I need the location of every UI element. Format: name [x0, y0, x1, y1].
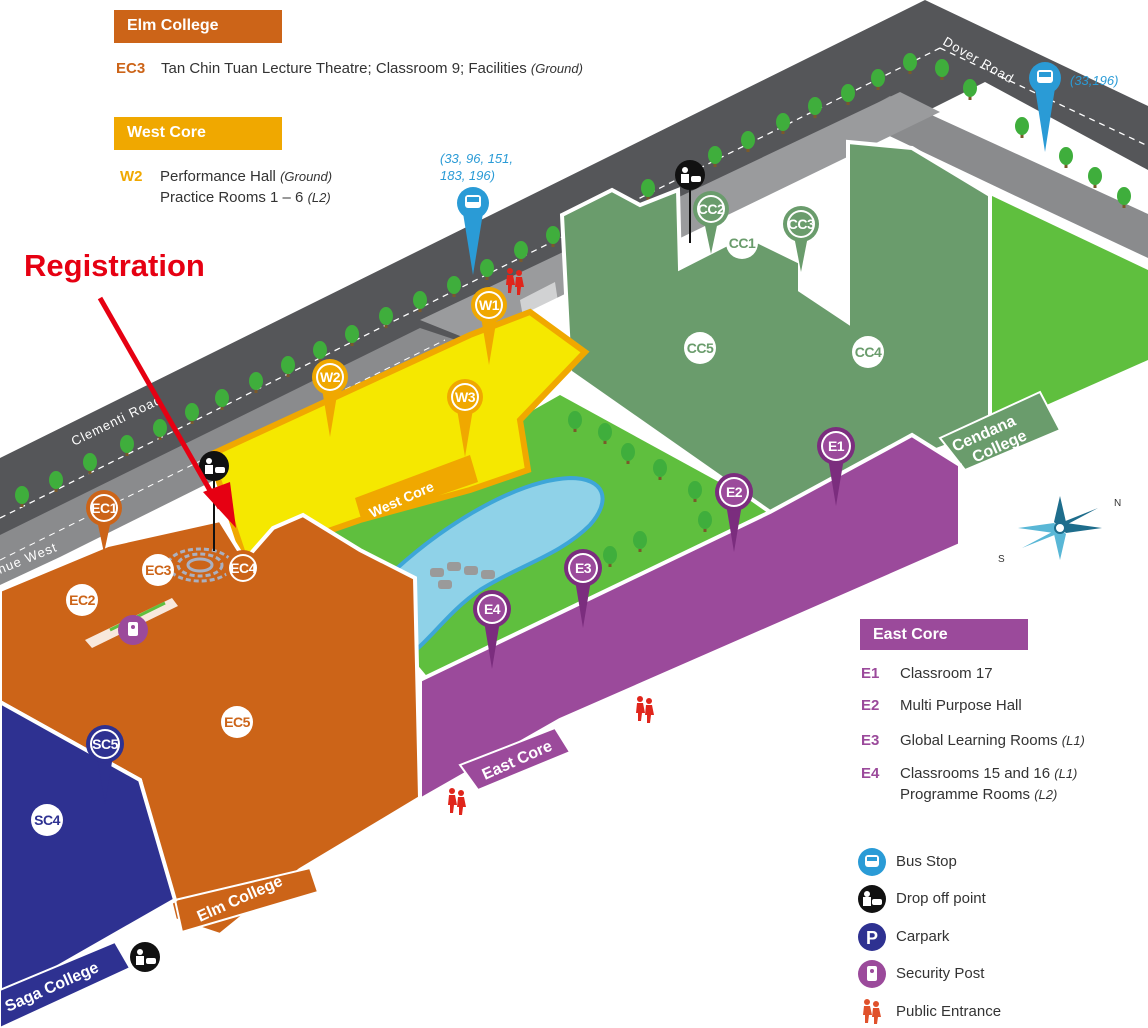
- svg-text:CC2: CC2: [698, 201, 725, 217]
- svg-text:EC3: EC3: [145, 562, 171, 578]
- legend-label-bus-stop: Bus Stop: [896, 853, 957, 870]
- east-legend-text-e3: Global Learning Rooms (L1): [900, 732, 1085, 749]
- east-legend-code-e4: E4: [861, 765, 880, 782]
- svg-text:P: P: [866, 928, 878, 948]
- drop-off-icon[interactable]: [675, 160, 705, 243]
- compass-rose-icon: N S: [998, 496, 1121, 565]
- svg-text:EC2: EC2: [69, 592, 95, 608]
- marker-ec1[interactable]: EC1: [86, 490, 122, 553]
- marker-ec3[interactable]: EC3: [142, 554, 174, 586]
- marker-ec2[interactable]: EC2: [66, 584, 98, 616]
- marker-cc3[interactable]: CC3: [783, 206, 819, 272]
- compass-south: S: [998, 554, 1005, 565]
- marker-cc5[interactable]: CC5: [684, 332, 716, 364]
- svg-text:W3: W3: [455, 389, 476, 405]
- elm-college-legend-title: Elm College: [114, 10, 282, 43]
- svg-text:EC1: EC1: [91, 500, 117, 516]
- svg-text:SC4: SC4: [34, 812, 60, 828]
- elm-legend-text: Tan Chin Tuan Lecture Theatre; Classroom…: [161, 60, 583, 77]
- public-entrance-icon[interactable]: [636, 696, 654, 723]
- svg-text:CC5: CC5: [687, 340, 714, 356]
- west-legend-code: W2: [120, 168, 143, 185]
- security-post-icon[interactable]: [118, 615, 148, 645]
- svg-text:SC5: SC5: [92, 736, 118, 752]
- east-legend-text-e4: Classrooms 15 and 16 (L1) Programme Room…: [900, 765, 1078, 803]
- compass-north: N: [1114, 498, 1121, 509]
- marker-cc4[interactable]: CC4: [852, 336, 884, 368]
- east-legend-code-e2: E2: [861, 697, 880, 714]
- marker-e3[interactable]: E3: [564, 549, 602, 628]
- marker-sc4[interactable]: SC4: [31, 804, 63, 836]
- marker-e4[interactable]: E4: [473, 590, 511, 669]
- west-core-legend-title: West Core: [114, 117, 282, 150]
- marker-w2[interactable]: W2: [312, 359, 348, 437]
- registration-arrow: [97, 296, 236, 528]
- public-entrance-icon[interactable]: [448, 788, 466, 815]
- svg-text:E3: E3: [575, 560, 592, 576]
- east-core-legend-title: East Core: [860, 619, 1028, 650]
- east-legend-code-e3: E3: [861, 732, 880, 749]
- svg-text:CC3: CC3: [788, 216, 815, 232]
- saga-college: [0, 699, 178, 1028]
- legend-label-security-post: Security Post: [896, 965, 985, 982]
- east-core: [418, 432, 962, 804]
- svg-text:W2: W2: [320, 369, 341, 385]
- svg-text:CC1: CC1: [729, 235, 756, 251]
- elm-legend-code: EC3: [116, 60, 146, 77]
- marker-e1[interactable]: E1: [817, 427, 855, 506]
- security-post-icon: [858, 960, 886, 988]
- bus-stop-marker-dover[interactable]: [1029, 62, 1061, 152]
- bus-stop-icon: [858, 848, 886, 876]
- east-legend-code-e1: E1: [861, 665, 880, 682]
- east-lawn: [990, 195, 1148, 430]
- marker-ec4[interactable]: EC4: [225, 550, 261, 613]
- svg-text:E4: E4: [484, 601, 501, 617]
- legend-label-drop-off: Drop off point: [896, 890, 986, 907]
- svg-text:EC4: EC4: [230, 560, 256, 576]
- marker-w3[interactable]: W3: [447, 379, 483, 457]
- drop-off-icon: [858, 885, 886, 913]
- drop-off-icon[interactable]: [130, 942, 160, 972]
- public-entrance-icon: [863, 999, 881, 1024]
- svg-text:E1: E1: [828, 438, 845, 454]
- cendana-college: [559, 139, 1062, 515]
- svg-text:EC5: EC5: [224, 714, 250, 730]
- dover-service-road: [860, 96, 1148, 258]
- carpark-icon: P: [858, 923, 886, 951]
- east-legend-text-e2: Multi Purpose Hall: [900, 697, 1022, 714]
- registration-label: Registration: [24, 248, 205, 283]
- marker-sc5[interactable]: SC5: [86, 725, 124, 804]
- svg-text:E2: E2: [726, 484, 743, 500]
- marker-ec5[interactable]: EC5: [221, 706, 253, 738]
- legend-label-carpark: Carpark: [896, 928, 950, 945]
- public-entrance-icon[interactable]: [506, 268, 524, 295]
- bus-routes-dover: (33,196): [1070, 73, 1119, 88]
- stepping-stones: [430, 562, 495, 589]
- marker-cc1[interactable]: CC1: [726, 227, 758, 259]
- bus-routes-clementi: (33, 96, 151,183, 196): [440, 151, 513, 183]
- marker-w1[interactable]: W1: [471, 287, 507, 365]
- svg-text:W1: W1: [479, 297, 500, 313]
- east-legend-text-e1: Classroom 17: [900, 665, 993, 682]
- svg-text:CC4: CC4: [855, 344, 882, 360]
- marker-e2[interactable]: E2: [715, 473, 753, 552]
- marker-cc2[interactable]: CC2: [693, 191, 729, 254]
- west-legend-text: Performance Hall (Ground) Practice Rooms…: [160, 168, 333, 206]
- bus-stop-marker-clementi[interactable]: [457, 187, 489, 275]
- legend-label-public-entrance: Public Entrance: [896, 1003, 1002, 1020]
